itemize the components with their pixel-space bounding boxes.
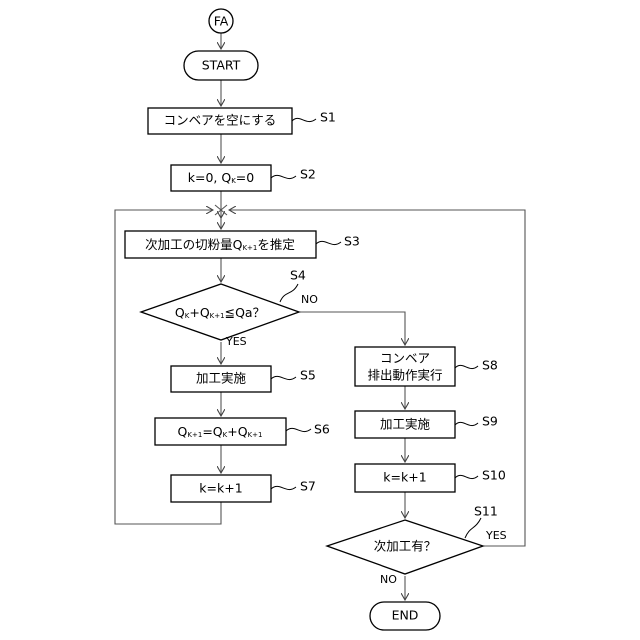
s4-q1: Q xyxy=(175,305,185,320)
s3-pre: 次加工の切粉量Q xyxy=(145,237,243,252)
s1-id: S1 xyxy=(320,110,336,125)
decision-s4: QK+QK+1≦Qa？ S4 NO YES xyxy=(141,268,318,349)
s6-id: S6 xyxy=(314,422,330,437)
s6-plus: +Q xyxy=(227,424,247,439)
step-s1: コンベアを空にする S1 xyxy=(148,108,336,134)
s4-no-label: NO xyxy=(301,293,318,306)
s9-id: S9 xyxy=(482,414,498,429)
s4-tail: ≦Qa？ xyxy=(225,305,265,320)
s11-id: S11 xyxy=(474,504,498,519)
start-terminal: START xyxy=(184,51,258,80)
s4-sub2: K+1 xyxy=(210,312,225,320)
s5-id: S5 xyxy=(300,368,316,383)
s11-yes-label: YES xyxy=(485,529,507,542)
s3-id: S3 xyxy=(344,234,360,249)
s6-q1: Q xyxy=(178,424,188,439)
s2-text-main: k=0, Q xyxy=(188,170,232,185)
s10-id: S10 xyxy=(482,468,506,483)
s4-id: S4 xyxy=(290,268,306,283)
s2-id: S2 xyxy=(300,167,316,182)
connector-label: FA xyxy=(214,14,229,29)
s11-text: 次加工有？ xyxy=(374,539,437,554)
step-s10: k=k+1 S10 xyxy=(355,464,506,492)
s2-text: k=0, QK=0 xyxy=(188,170,255,186)
s9-text: 加工実施 xyxy=(380,417,431,432)
start-label: START xyxy=(202,58,241,73)
s2-tail: =0 xyxy=(236,170,254,185)
s8-line2: 排出動作実行 xyxy=(367,368,442,383)
s6-sub3: K+1 xyxy=(248,431,263,439)
step-s5: 加工実施 S5 xyxy=(171,366,316,392)
s6-sub1: K+1 xyxy=(187,431,202,439)
s10-text: k=k+1 xyxy=(383,470,426,485)
s1-text: コンベアを空にする xyxy=(164,113,277,128)
step-s8: コンベア 排出動作実行 S8 xyxy=(355,347,498,386)
decision-s11: 次加工有？ S11 YES NO xyxy=(327,504,507,587)
s11-no-label: NO xyxy=(380,573,397,586)
step-s7: k=k+1 S7 xyxy=(171,475,316,502)
s7-text: k=k+1 xyxy=(199,481,242,496)
s5-text: 加工実施 xyxy=(196,371,247,386)
s3-text: 次加工の切粉量QK+1を推定 xyxy=(145,237,295,253)
s4-yes-label: YES xyxy=(225,335,247,348)
s3-sub: K+1 xyxy=(242,244,257,252)
s3-post: を推定 xyxy=(257,237,295,252)
s6-mid: =Q xyxy=(202,424,222,439)
s8-id: S8 xyxy=(482,358,498,373)
end-label: END xyxy=(392,608,419,623)
s8-line1: コンベア xyxy=(380,351,430,366)
end-terminal: END xyxy=(370,602,440,630)
s4-plus: +Q xyxy=(189,305,209,320)
step-s3: 次加工の切粉量QK+1を推定 S3 xyxy=(125,231,360,258)
step-s6: QK+1=QK+QK+1 S6 xyxy=(155,418,330,445)
step-s2: k=0, QK=0 S2 xyxy=(171,165,316,191)
step-s9: 加工実施 S9 xyxy=(355,411,498,438)
connector-fa: FA xyxy=(209,9,233,33)
s7-id: S7 xyxy=(300,479,316,494)
